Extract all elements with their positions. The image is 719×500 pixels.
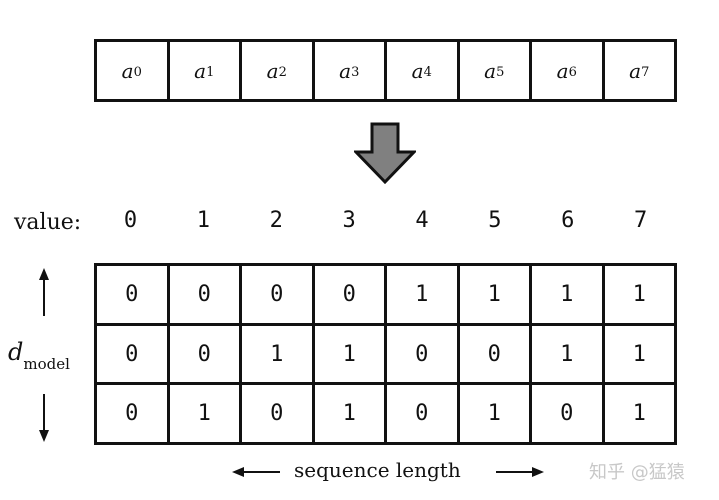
matrix-cell: 1 <box>460 385 532 443</box>
seq-cell-subscript: 2 <box>278 65 287 80</box>
value-cell: 2 <box>269 208 283 233</box>
matrix-cell: 0 <box>460 325 532 383</box>
value-label: value: <box>14 210 82 235</box>
matrix-cell: 1 <box>532 325 605 383</box>
matrix-row: 0 0 1 1 0 0 1 1 <box>97 325 674 386</box>
value-cell: 3 <box>342 208 356 233</box>
value-row: 0 1 2 3 4 5 6 7 <box>94 208 677 233</box>
value-cell: 0 <box>123 208 138 233</box>
seq-cell-base: a <box>194 58 207 83</box>
seq-cell-subscript: 1 <box>206 65 215 80</box>
matrix-cell: 0 <box>242 266 315 323</box>
matrix-cell: 0 <box>97 385 170 443</box>
matrix-cell: 0 <box>387 325 460 383</box>
binary-matrix: 0 0 0 0 1 1 1 1 0 0 1 1 0 0 1 1 0 1 0 1 … <box>94 263 677 445</box>
seq-cell-base: a <box>629 58 642 83</box>
seq-cell-base: a <box>121 58 134 83</box>
matrix-row: 0 0 0 0 1 1 1 1 <box>97 266 674 326</box>
seq-cell-subscript: 6 <box>568 65 577 80</box>
matrix-cell: 1 <box>387 266 460 323</box>
seq-cell-base: a <box>339 58 352 83</box>
value-cell: 5 <box>488 208 502 233</box>
dmodel-subscript: model <box>23 354 70 373</box>
matrix-cell: 1 <box>632 401 646 427</box>
down-arrow-icon <box>39 394 49 442</box>
dmodel-label: dmodel <box>8 338 70 373</box>
matrix-cell: 0 <box>315 266 387 323</box>
seq-cell-base: a <box>266 58 279 83</box>
seq-cell-subscript: 7 <box>641 65 650 80</box>
matrix-cell: 1 <box>632 341 646 367</box>
seq-cell-base: a <box>484 58 497 83</box>
matrix-cell: 0 <box>242 385 315 443</box>
seq-cell-base: a <box>556 58 569 83</box>
matrix-row: 0 1 0 1 0 1 0 1 <box>97 385 674 443</box>
matrix-cell: 0 <box>170 325 242 383</box>
matrix-cell: 0 <box>97 325 170 383</box>
matrix-cell: 1 <box>532 266 605 323</box>
value-cell: 7 <box>633 208 648 233</box>
value-cell: 6 <box>561 208 575 233</box>
sequence-length-label: sequence length <box>294 458 461 482</box>
gray-down-arrow-icon <box>354 122 416 184</box>
seq-cell-subscript: 0 <box>133 65 142 80</box>
value-cell: 4 <box>415 208 429 233</box>
seq-cell-subscript: 5 <box>496 65 505 80</box>
matrix-cell: 1 <box>315 385 387 443</box>
matrix-cell: 0 <box>532 385 605 443</box>
matrix-cell: 1 <box>315 325 387 383</box>
seq-cell-subscript: 4 <box>423 65 432 80</box>
matrix-cell: 0 <box>170 266 242 323</box>
seq-cell-subscript: 3 <box>351 65 360 80</box>
matrix-cell: 1 <box>242 325 315 383</box>
value-cell: 1 <box>196 208 210 233</box>
matrix-cell: 1 <box>632 281 646 307</box>
matrix-cell: 1 <box>460 266 532 323</box>
matrix-cell: 0 <box>387 385 460 443</box>
up-arrow-icon <box>39 268 49 316</box>
matrix-cell: 0 <box>97 266 170 323</box>
dmodel-base: d <box>8 338 24 366</box>
matrix-cell: 1 <box>170 385 242 443</box>
left-arrow-icon <box>232 467 280 477</box>
watermark: 知乎 @猛猿 <box>589 462 685 483</box>
right-arrow-icon <box>496 467 544 477</box>
seq-cell-base: a <box>411 58 424 83</box>
